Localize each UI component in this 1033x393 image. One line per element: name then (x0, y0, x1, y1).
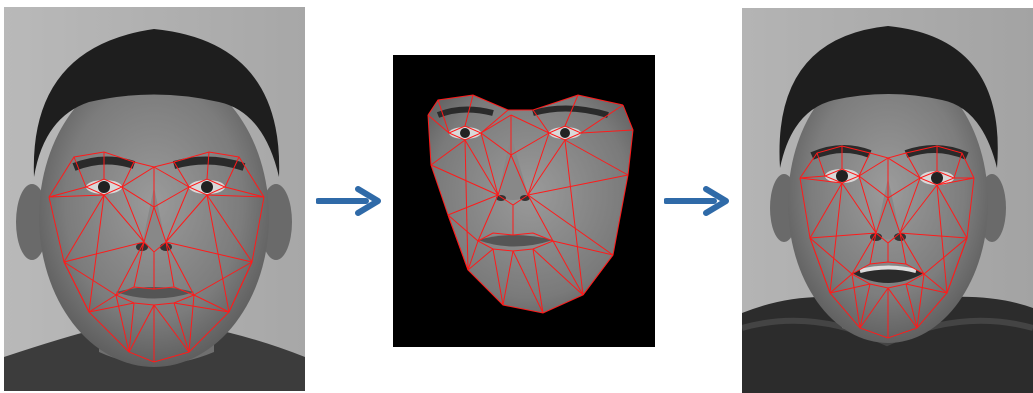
normalized-face-image (393, 55, 655, 347)
landmark-mesh (799, 145, 975, 339)
target-face-image (742, 8, 1033, 393)
landmark-mesh (48, 151, 265, 363)
target-face-panel (742, 8, 1033, 393)
right-arrow-icon (664, 186, 730, 216)
landmark-mesh (427, 94, 634, 314)
right-arrow-icon (316, 186, 382, 216)
source-face-panel (4, 7, 305, 391)
source-face-image (4, 7, 305, 391)
normalized-face-panel (393, 55, 655, 347)
